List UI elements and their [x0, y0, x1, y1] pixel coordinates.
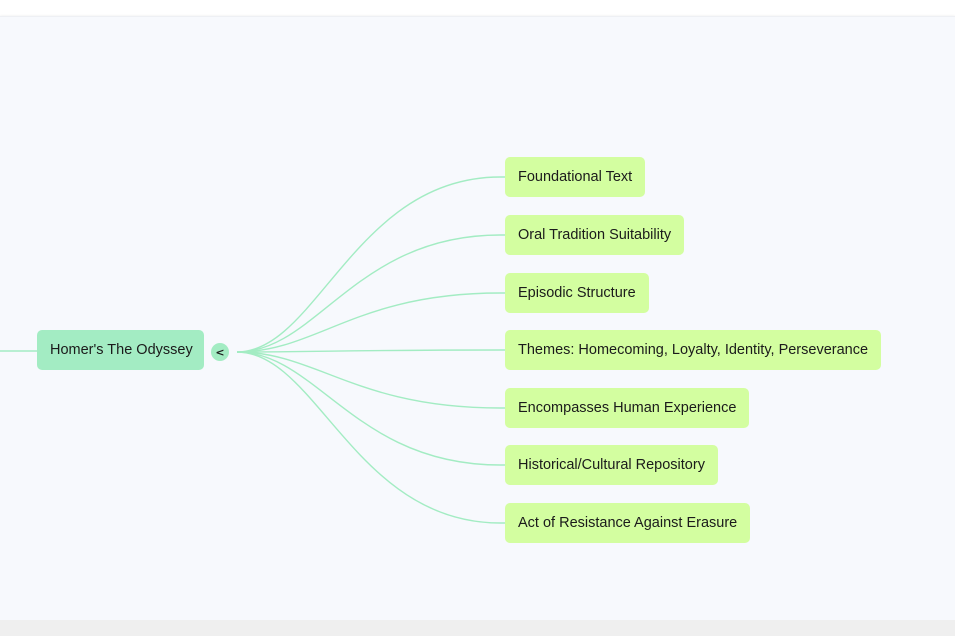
top-band [0, 0, 955, 16]
collapse-toggle-button[interactable]: < [211, 343, 229, 361]
child-node-oral-tradition[interactable]: Oral Tradition Suitability [505, 215, 685, 255]
child-node-label: Act of Resistance Against Erasure [518, 515, 738, 531]
child-node-label: Encompasses Human Experience [518, 400, 737, 416]
root-node[interactable]: Homer's The Odyssey [37, 330, 204, 370]
bottom-band [0, 620, 955, 636]
mindmap-canvas[interactable] [0, 16, 955, 620]
child-node-historical-cultural[interactable]: Historical/Cultural Repository [505, 445, 718, 485]
child-node-label: Themes: Homecoming, Loyalty, Identity, P… [518, 342, 869, 358]
child-node-label: Oral Tradition Suitability [518, 227, 672, 243]
child-node-label: Foundational Text [518, 169, 633, 185]
root-node-label: Homer's The Odyssey [50, 342, 193, 358]
child-node-episodic-structure[interactable]: Episodic Structure [505, 273, 649, 313]
child-node-themes[interactable]: Themes: Homecoming, Loyalty, Identity, P… [505, 330, 882, 370]
chevron-left-icon: < [215, 345, 225, 359]
child-node-human-experience[interactable]: Encompasses Human Experience [505, 388, 750, 428]
child-node-label: Historical/Cultural Repository [518, 457, 705, 473]
child-node-resistance[interactable]: Act of Resistance Against Erasure [505, 503, 751, 543]
child-node-foundational-text[interactable]: Foundational Text [505, 157, 646, 197]
child-node-label: Episodic Structure [518, 285, 636, 301]
